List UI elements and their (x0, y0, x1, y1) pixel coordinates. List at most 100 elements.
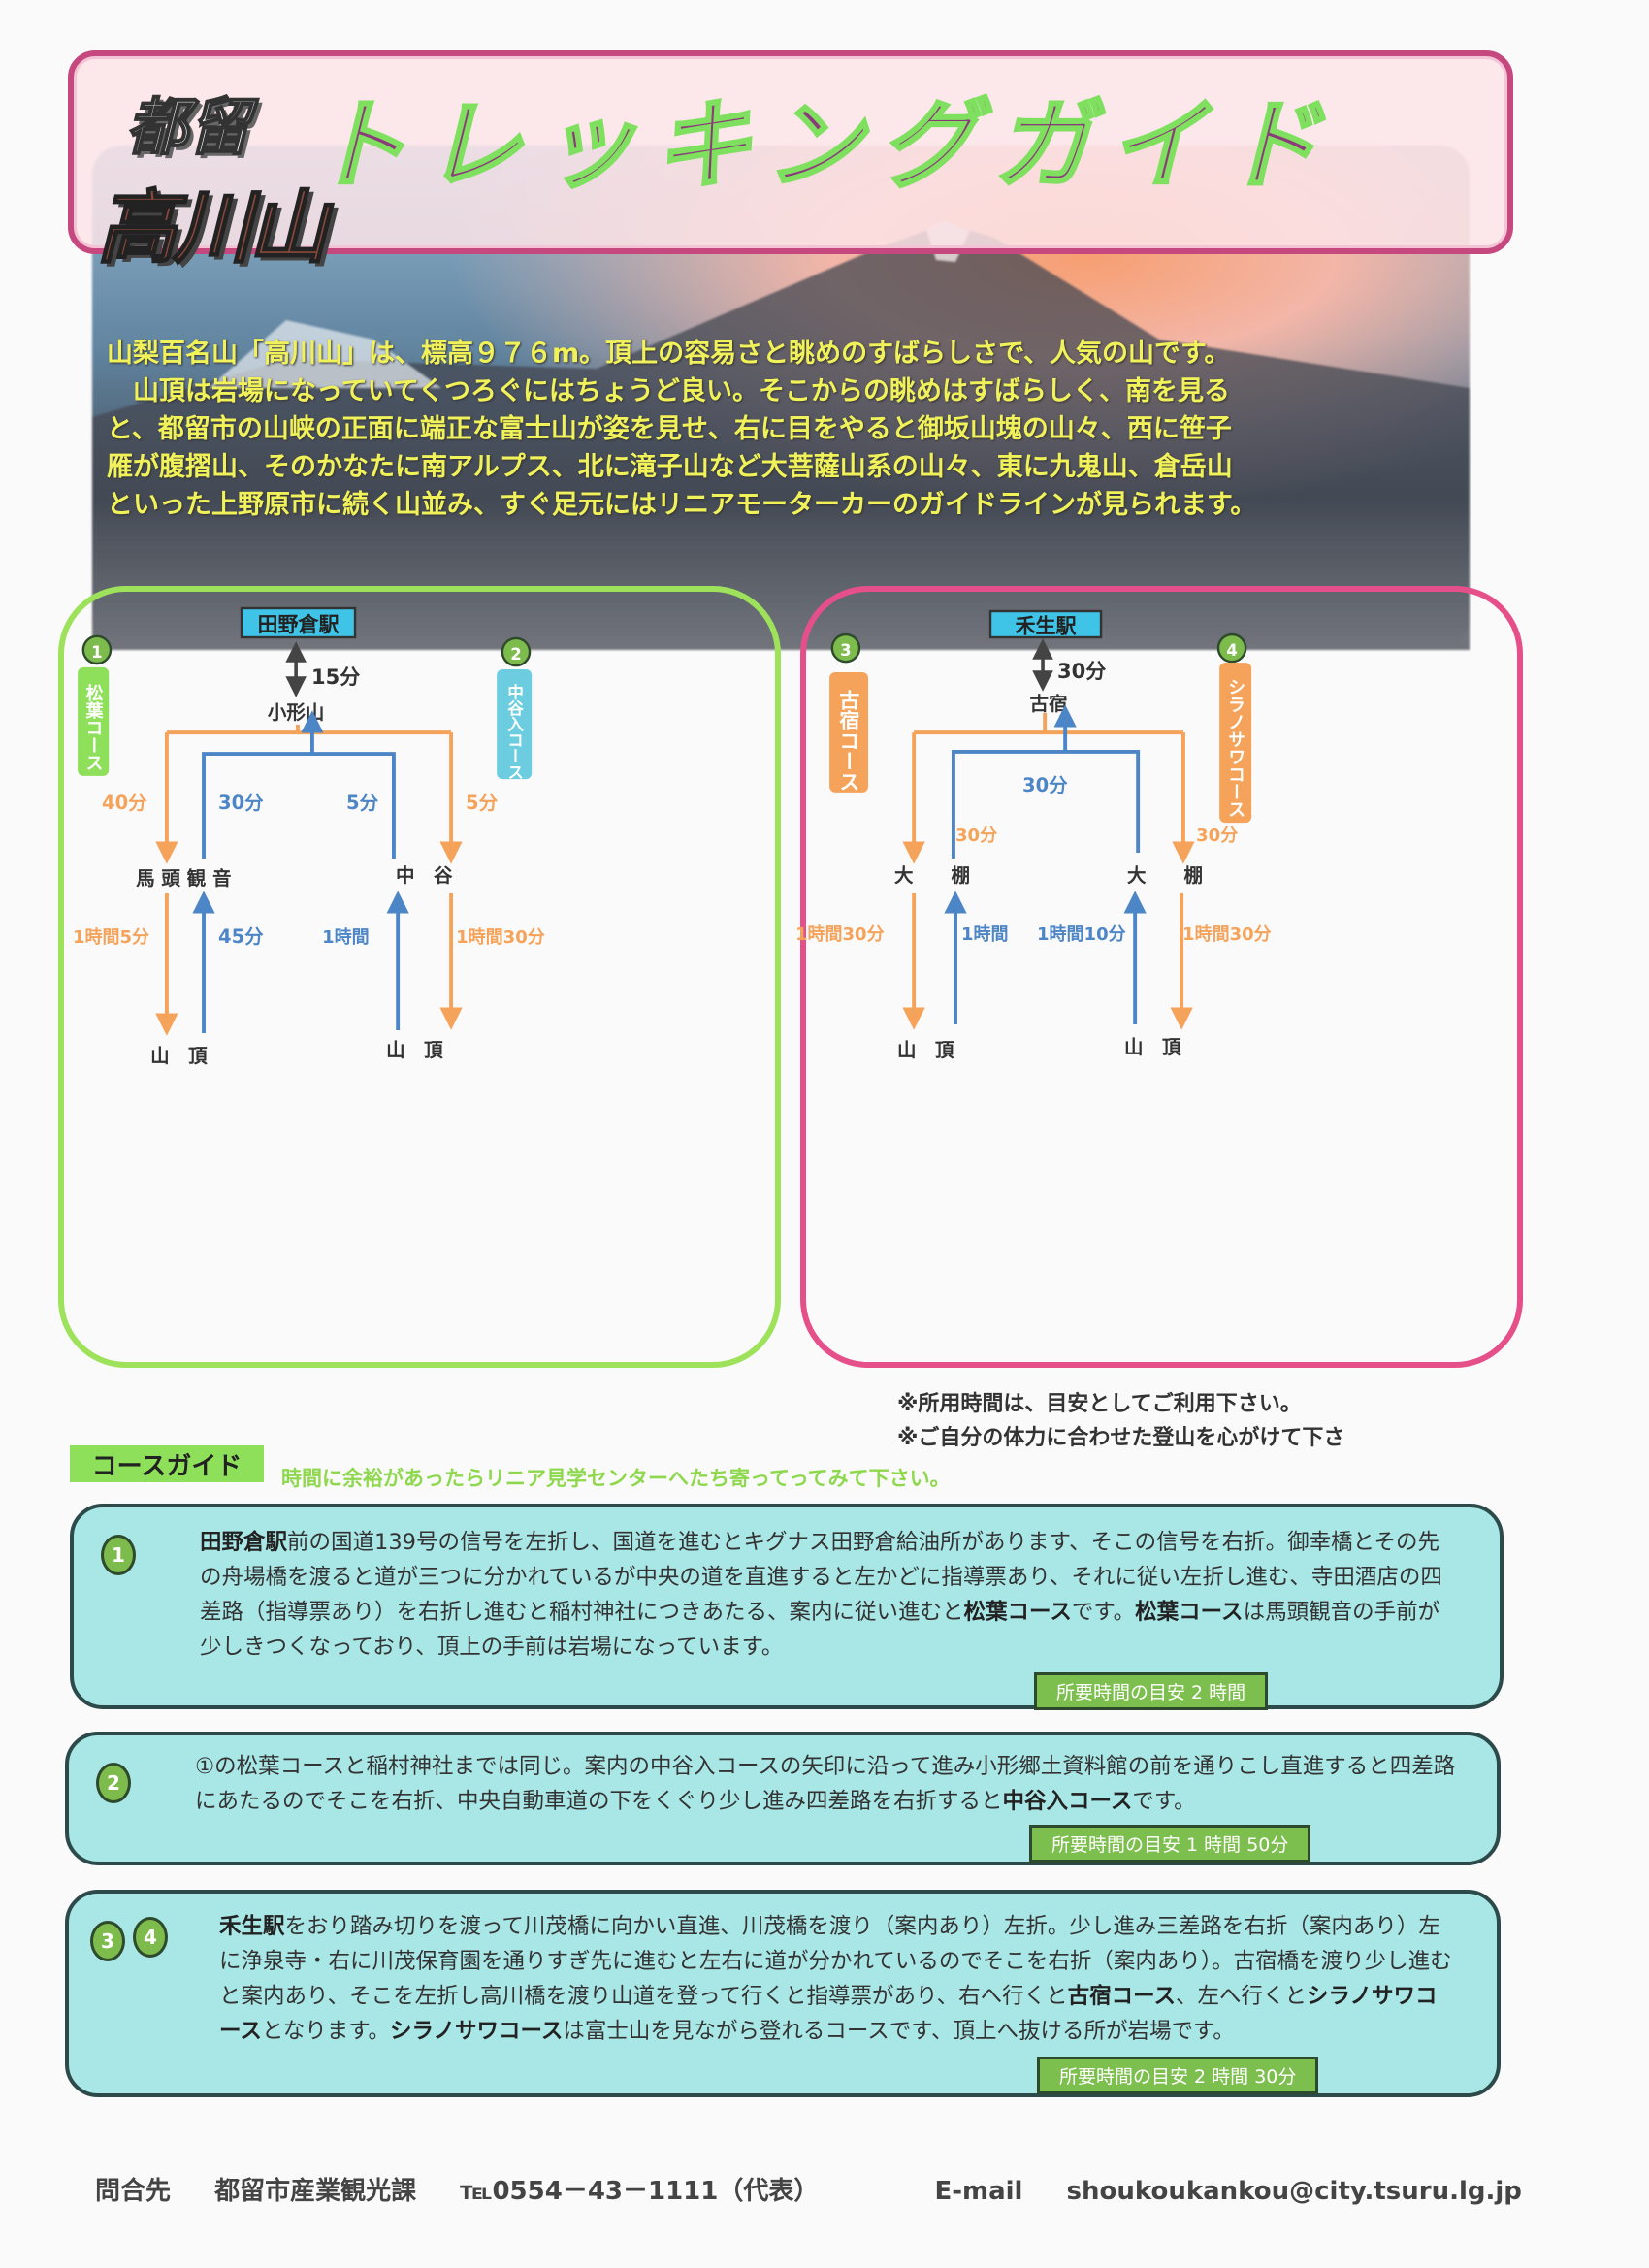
note-line: ※所用時間は、目安としてご利用下さい。 (897, 1392, 1302, 1416)
card-text: 禾生駅をおり踏み切りを渡って川茂橋に向かい直進、川茂橋を渡り（案内あり）左折。少… (219, 1909, 1458, 2049)
course-number-badge: 1 (101, 1535, 136, 1575)
text: をおり踏み切りを渡って川茂橋に向かい直進、川茂橋を渡り（案内あり）左折。少し進み… (219, 1914, 1452, 2009)
access-time: 15分 (311, 665, 360, 689)
time-label: 1時間10分 (1037, 924, 1126, 945)
time-label: 30分 (1022, 774, 1068, 796)
course-label-pill (1219, 663, 1252, 824)
tanokura-route-diagram-frame (58, 586, 781, 1368)
course-guide-card-2: 2 ①の松葉コースと稲村神社までは同じ。案内の中谷入コースの矢印に沿って進み小形… (65, 1732, 1501, 1865)
course-name: 中谷入コース (505, 683, 524, 781)
access-time: 30分 (1057, 660, 1106, 683)
bold-text: 中谷入コース (1002, 1789, 1133, 1814)
waypoint-label: 中 谷 (396, 864, 453, 887)
summit-label: 山 頂 (897, 1039, 954, 1061)
time-label: 5分 (346, 792, 379, 814)
course-number-badge: 2 (96, 1763, 131, 1803)
intro-line: 山頂は岩場になっていてくつろぐにはちょうど良い。そこからの眺めはすばらしく、南を… (107, 376, 1231, 406)
contact-footer: 問合先 都留市産業観光課 ℡0554－43－1111（代表） E-mail sh… (95, 2171, 1522, 2207)
time-estimate-badge: 所要時間の目安 1 時間 50分 (1029, 1825, 1311, 1863)
junction-label: 古宿 (1030, 693, 1068, 715)
course-label-pill (78, 666, 110, 776)
time-label: 30分 (955, 826, 997, 846)
logo-tsuru: 都留 (125, 91, 251, 165)
waypoint-label: 馬 頭 観 音 (136, 867, 231, 890)
intro-line: と、都留市の山峡の正面に端正な富士山が姿を見せ、右に目をやると御坂山塊の山々、西… (107, 414, 1232, 444)
bold-text: 松葉コース (963, 1600, 1072, 1625)
email-link[interactable]: shoukoukankou@city.tsuru.lg.jp (1066, 2177, 1522, 2206)
title-banner (68, 50, 1513, 254)
tanokura-route-diagram: 田野倉駅 1 松葉コース 2 中谷入コース 15分 小形山 40分 30分 5分… (73, 606, 545, 1067)
text: 、左へ行くと (1175, 1984, 1307, 2009)
logo-takagawayama: 高川山 (96, 181, 329, 275)
waypoint-label: 大 棚 (894, 864, 970, 887)
note-line: ※ご自分の体力に合わせた登山を心がけて下さ (897, 1426, 1345, 1450)
time-label: 1時間 (961, 924, 1009, 945)
bold-text: シラノサワコース (389, 2019, 564, 2044)
station-label: 禾生駅 (1016, 615, 1078, 638)
intro-line: 雁が腹摺山、そのかなたに南アルプス、北に滝子山など大菩薩山系の山々、東に九鬼山、… (107, 452, 1233, 482)
course-name: 古宿コース (837, 690, 860, 792)
time-label: 30分 (218, 792, 264, 814)
course-guide-heading: コースガイド (70, 1445, 264, 1482)
text: となります。 (261, 2019, 390, 2044)
time-estimate-badge: 所要時間の目安 2 時間 (1034, 1672, 1269, 1710)
card-text: ①の松葉コースと稲村神社までは同じ。案内の中谷入コースの矢印に沿って進み小形郷土… (195, 1749, 1458, 1819)
course-number-badge: 3 (90, 1921, 125, 1961)
intro-line: といった上野原市に続く山並み、すぐ足元にはリニアモーターカーのガイドラインが見ら… (107, 490, 1257, 520)
course-label-pill (829, 672, 869, 793)
orange-routes (902, 713, 1195, 1030)
text: です。 (1132, 1789, 1196, 1814)
text: です。 (1071, 1600, 1136, 1625)
station-box (988, 609, 1103, 639)
summit-label: 山 頂 (150, 1045, 208, 1067)
bold-text: 松葉コース (1135, 1600, 1244, 1625)
station-label: 田野倉駅 (258, 613, 340, 636)
time-label: 45分 (218, 925, 264, 948)
card-text: 田野倉駅前の国道139号の信号を左折し、国道を進むとキグナス田野倉給油所がありま… (200, 1525, 1461, 1665)
blue-routes (192, 710, 409, 1034)
notes: ※所用時間は、目安としてご利用下さい。 ※ご自分の体力に合わせた登山を心がけて下… (897, 1387, 1344, 1455)
text: 前の国道139号の信号を左折し、国道を進むとキグナス田野倉給油所があります、そこ… (200, 1530, 1442, 1625)
time-label: 30分 (1196, 826, 1238, 846)
intro-line: 山梨百名山「高川山」は、標高９７６m。頂上の容易さと眺めのすばらしさで、人気の山… (107, 339, 1231, 369)
time-label: 1時間30分 (795, 924, 885, 945)
course-number-badge (1216, 632, 1247, 664)
course-guide-card-1: 1 田野倉駅前の国道139号の信号を左折し、国道を進むとキグナス田野倉給油所があ… (70, 1504, 1504, 1710)
course-guide-subtext: 時間に余裕があったらリニア見学センターへたち寄ってってみて下さい。 (281, 1467, 951, 1490)
email-label: E-mail (934, 2177, 1023, 2206)
waypoint-label: 大 棚 (1127, 864, 1203, 887)
course-number: 3 (840, 641, 851, 660)
intro-paragraph: 山梨百名山「高川山」は、標高９７６m。頂上の容易さと眺めのすばらしさで、人気の山… (107, 335, 1484, 524)
time-label: 40分 (102, 792, 147, 814)
bold-text: 禾生駅 (219, 1914, 285, 1939)
text: は馬頭観音の手前が少しきつくなっており、頂上の手前は岩場になっています。 (200, 1600, 1440, 1660)
station-box (240, 606, 357, 639)
page-title: トレッキングガイド (309, 87, 1338, 204)
course-number-badge (81, 634, 113, 665)
bold-text: シラノサワコース (219, 1984, 1438, 2044)
department: 都留市産業観光課 (214, 2177, 417, 2206)
course-number: 1 (91, 643, 102, 662)
summit-label: 山 頂 (1124, 1036, 1181, 1058)
course-name: 松葉コース (83, 683, 105, 771)
contact-label: 問合先 (95, 2177, 172, 2206)
summit-label: 山 頂 (386, 1039, 443, 1061)
time-label: 1時間30分 (456, 927, 545, 948)
course-number-badge (501, 636, 532, 667)
course-number: 2 (510, 645, 521, 664)
phone: ℡0554－43－1111（代表） (460, 2177, 820, 2206)
kasei-route-diagram-frame (800, 586, 1523, 1368)
kasei-route-diagram: 禾生駅 3 古宿コース 4 シラノサワコース 30分 古宿 30分 30分 30… (795, 609, 1272, 1061)
time-estimate-badge: 所要時間の目安 2 時間 30分 (1037, 2057, 1319, 2094)
text: ①の松葉コースと稲村神社までは同じ。案内の中谷入コースの矢印に沿って進み小形郷土… (195, 1754, 1456, 1814)
bold-text: 古宿コース (1067, 1984, 1176, 2009)
course-number-badge: 4 (133, 1917, 168, 1958)
course-number: 4 (1226, 641, 1237, 660)
time-label: 1時間30分 (1182, 924, 1272, 945)
bold-text: 田野倉駅 (200, 1530, 288, 1555)
course-name: シラノサワコース (1225, 678, 1245, 818)
course-number-badge (830, 632, 861, 664)
course-label-pill (497, 669, 533, 780)
junction-label: 小形山 (268, 701, 325, 724)
course-guide-card-3-4: 3 4 禾生駅をおり踏み切りを渡って川茂橋に向かい直進、川茂橋を渡り（案内あり）… (65, 1890, 1501, 2097)
